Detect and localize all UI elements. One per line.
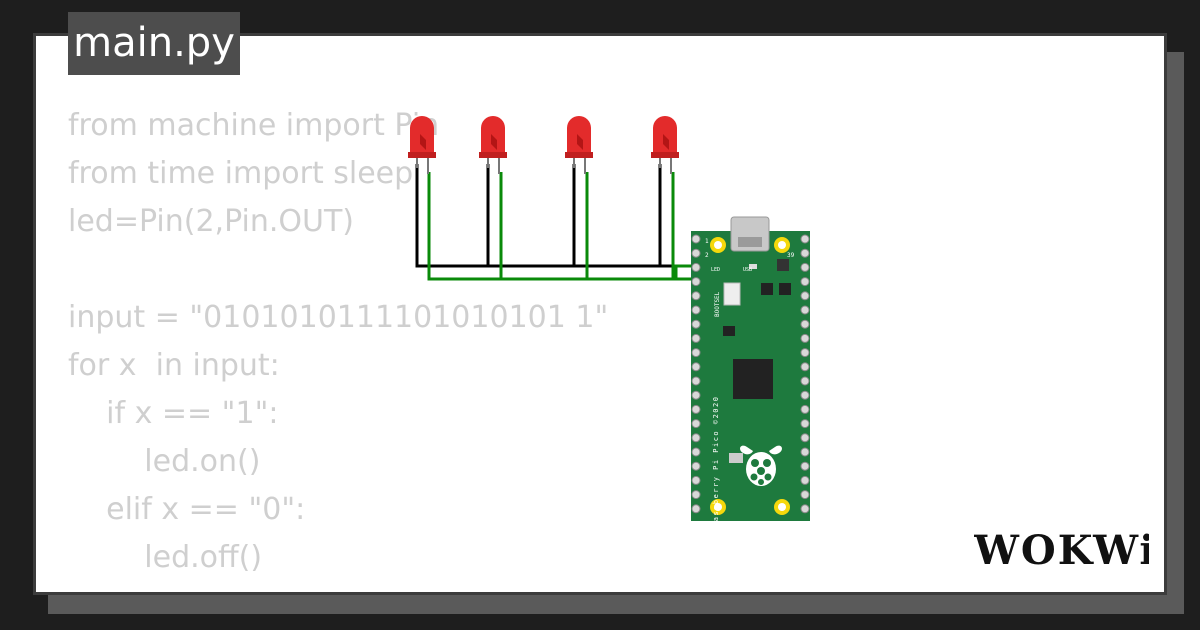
pin-hole[interactable] — [800, 419, 810, 429]
pin-hole[interactable] — [691, 277, 701, 287]
pin-hole[interactable] — [800, 376, 810, 386]
pin-header-left — [691, 234, 701, 514]
pin-hole[interactable] — [691, 433, 701, 443]
pin-hole[interactable] — [800, 504, 810, 514]
code-line: for x in input: — [68, 348, 280, 383]
circuit-diagram: 1 2 39 LED USB BOOTSEL Raspberry Pi Pico… — [408, 116, 810, 527]
pin-hole[interactable] — [800, 490, 810, 500]
pin-hole[interactable] — [691, 419, 701, 429]
led-4[interactable] — [651, 116, 679, 174]
pin-hole[interactable] — [800, 390, 810, 400]
pin-hole[interactable] — [800, 433, 810, 443]
pin-hole[interactable] — [691, 305, 701, 315]
code-line: if x == "1": — [68, 396, 279, 431]
board-silkscreen: Raspberry Pi Pico ©2020 — [712, 396, 720, 527]
led-2[interactable] — [479, 116, 507, 174]
pin-hole[interactable] — [800, 305, 810, 315]
code-line: sleep(0.5) — [68, 582, 608, 592]
pin-hole[interactable] — [691, 262, 701, 272]
raspberry-logo-icon — [740, 445, 782, 486]
code-line: led=Pin(2,Pin.OUT) — [68, 204, 354, 239]
pin-hole[interactable] — [691, 319, 701, 329]
wokwi-logo: WOKWi — [974, 527, 1149, 574]
pin-hole[interactable] — [800, 248, 810, 258]
pin-hole[interactable] — [691, 504, 701, 514]
pin-hole[interactable] — [691, 248, 701, 258]
pin-hole[interactable] — [800, 447, 810, 457]
pin-hole[interactable] — [800, 475, 810, 485]
bootsel-button[interactable] — [723, 282, 741, 306]
pin-hole[interactable] — [691, 234, 701, 244]
pin-hole[interactable] — [691, 461, 701, 471]
pin-hole[interactable] — [800, 348, 810, 358]
pin-label-39: 39 — [787, 252, 795, 259]
file-tab[interactable]: main.py — [68, 12, 240, 75]
code-line: led.off() — [68, 540, 263, 575]
pin-hole[interactable] — [691, 490, 701, 500]
pico-board[interactable]: 1 2 39 LED USB BOOTSEL Raspberry Pi Pico… — [691, 216, 810, 527]
pin-hole[interactable] — [691, 390, 701, 400]
code-editor: from machine import Pin from time import… — [68, 102, 609, 592]
ground-wires — [415, 164, 696, 268]
pin-hole[interactable] — [800, 291, 810, 301]
led-label: LED — [711, 267, 720, 273]
pin-hole[interactable] — [800, 262, 810, 272]
pin-hole[interactable] — [800, 404, 810, 414]
pin-label-2: 2 — [705, 252, 709, 259]
pin-hole[interactable] — [800, 461, 810, 471]
pin-hole[interactable] — [691, 376, 701, 386]
wire-led1-anode — [427, 172, 696, 281]
rp2040-chip — [733, 359, 773, 399]
pin-hole[interactable] — [691, 291, 701, 301]
pin-label-1: 1 — [705, 238, 709, 245]
code-line: led.on() — [68, 444, 261, 479]
pin-hole[interactable] — [800, 319, 810, 329]
pin-hole[interactable] — [691, 447, 701, 457]
project-preview-card: from machine import Pin from time import… — [33, 33, 1167, 595]
signal-wires — [427, 172, 696, 281]
pin-hole[interactable] — [691, 404, 701, 414]
code-line: input = "0101010111101010101 1" — [68, 300, 609, 335]
pin-hole[interactable] — [800, 333, 810, 343]
pin-header-right — [800, 234, 810, 514]
wire-led1-cathode — [415, 164, 696, 268]
led-1[interactable] — [408, 116, 436, 174]
code-line: elif x == "0": — [68, 492, 306, 527]
wokwi-logo-text: WOKWi — [974, 527, 1149, 574]
usb-label: USB — [743, 267, 752, 273]
pin-hole[interactable] — [800, 277, 810, 287]
pin-hole[interactable] — [691, 362, 701, 372]
led-3[interactable] — [565, 116, 593, 174]
pin-hole[interactable] — [691, 475, 701, 485]
bootsel-label: BOOTSEL — [714, 291, 721, 317]
pin-hole[interactable] — [691, 333, 701, 343]
pin-hole[interactable] — [800, 362, 810, 372]
pin-hole[interactable] — [800, 234, 810, 244]
code-line: from time import sleep — [68, 156, 414, 191]
pin-hole[interactable] — [691, 348, 701, 358]
